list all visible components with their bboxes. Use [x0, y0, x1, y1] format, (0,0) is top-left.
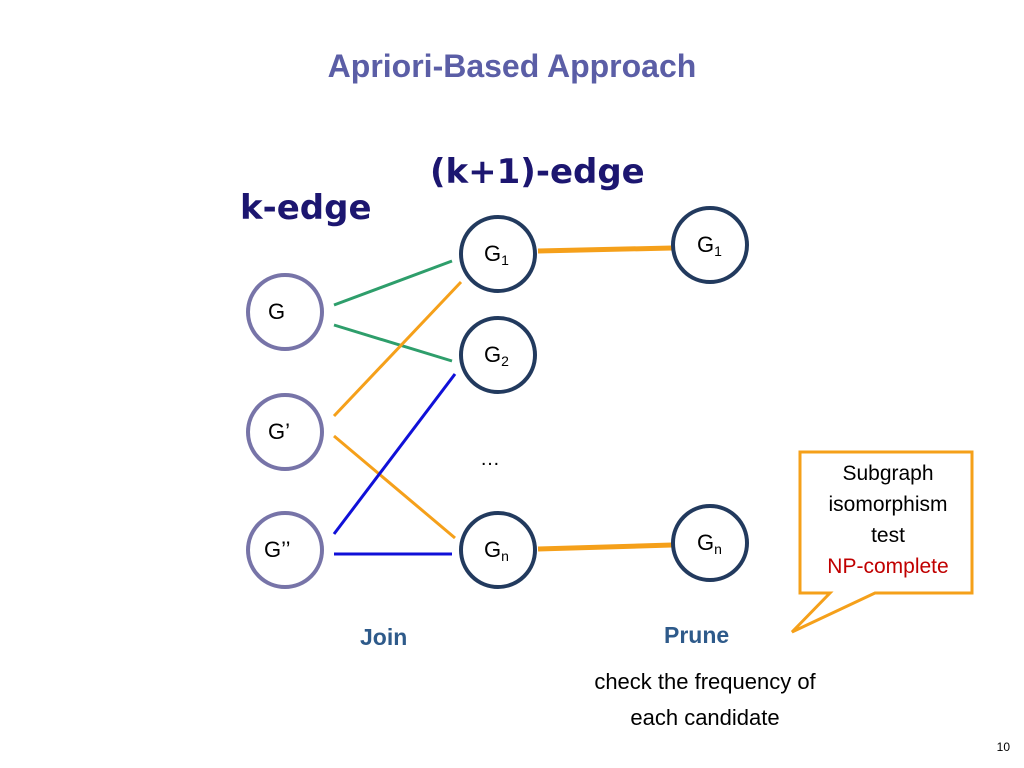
node-g-label: G: [268, 299, 286, 324]
callout-text: Subgraph isomorphism test NP-complete: [808, 458, 968, 582]
slide-title: Apriori-Based Approach: [327, 48, 697, 84]
node-g-prime-label: G’: [268, 419, 290, 444]
edge-gdprime-g2: [332, 373, 457, 535]
check-line-2: each candidate: [630, 705, 780, 730]
node-gn-candidate: [459, 511, 537, 589]
node-gn-pruned-label: Gn: [697, 530, 722, 557]
prune-edge-g1: [537, 245, 673, 254]
node-gn-pruned: [671, 504, 749, 582]
node-g1-pruned: [671, 206, 749, 284]
np-complete-label: NP-complete: [827, 555, 949, 578]
callout-line-3: test: [871, 524, 905, 547]
callout-line-1: Subgraph: [842, 462, 934, 485]
node-g-double-prime-label: G’’: [264, 537, 291, 562]
node-g1-pruned-label: G1: [697, 232, 722, 259]
node-g: [246, 273, 324, 351]
k1-edge-header: (k+1)-edge: [430, 152, 645, 192]
node-g2-candidate-label: G2: [484, 342, 509, 369]
join-label: Join: [360, 624, 408, 650]
node-g1-candidate-label: G1: [484, 241, 509, 268]
page-number: 10: [996, 740, 1010, 754]
edge-gprime-g1: [332, 280, 463, 418]
node-g-double-prime: [246, 511, 324, 589]
check-line-1: check the frequency of: [594, 669, 816, 694]
edge-g-g2: [333, 323, 453, 363]
edge-g-g1: [333, 259, 453, 307]
callout-box: [790, 450, 974, 634]
prune-label: Prune: [664, 622, 730, 648]
ellipsis: …: [480, 448, 500, 470]
check-frequency-text: check the frequency of each candidate: [560, 664, 850, 736]
prune-edge-gn: [537, 542, 673, 552]
node-g2-candidate: [459, 316, 537, 394]
edge-gprime-gn: [333, 434, 456, 540]
node-gn-candidate-label: Gn: [484, 537, 509, 564]
k-edge-header: k-edge: [240, 188, 372, 228]
node-g1-candidate: [459, 215, 537, 293]
callout-line-2: isomorphism: [828, 493, 948, 516]
node-g-prime: [246, 393, 324, 471]
